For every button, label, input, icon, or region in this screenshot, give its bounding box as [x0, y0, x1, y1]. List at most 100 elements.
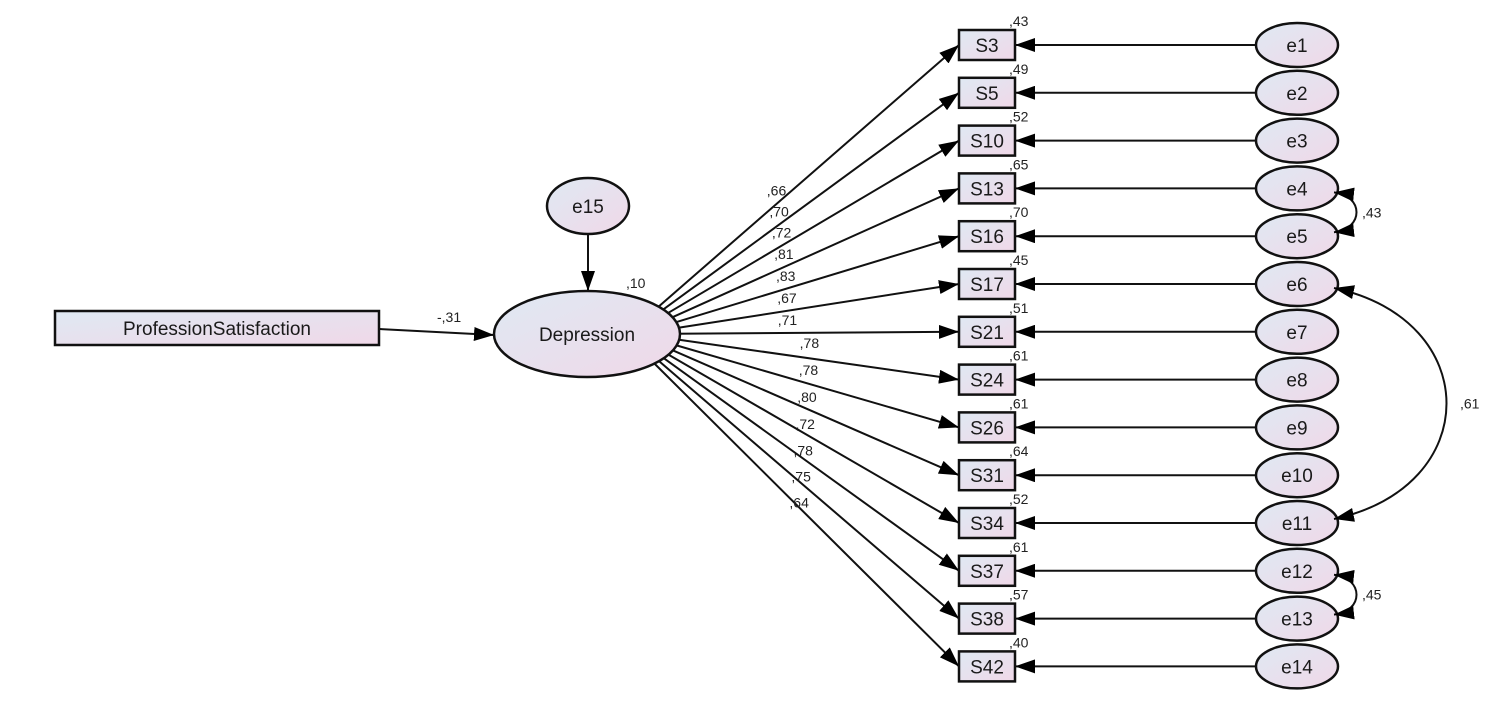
e15-node[interactable]: e15 — [545, 176, 631, 236]
indicator-r-squared: ,40 — [1009, 634, 1029, 650]
loading-label: ,75 — [791, 469, 811, 485]
indicator-label: S10 — [970, 132, 1004, 153]
indicator-r-squared: ,61 — [1009, 539, 1029, 555]
indicator-label: S31 — [970, 466, 1004, 487]
loading-path-arrow — [659, 354, 960, 572]
indicator-label: S17 — [970, 275, 1004, 296]
indicator-r-squared: ,61 — [1009, 348, 1029, 364]
indicator-s16[interactable]: S16 — [957, 219, 1017, 253]
loading-label: ,78 — [800, 335, 820, 351]
covariance-e4-e5 — [1333, 187, 1358, 238]
indicator-s31[interactable]: S31 — [957, 458, 1017, 492]
loading-path-arrow — [670, 235, 960, 325]
loading-label: ,72 — [795, 416, 815, 432]
loading-path-arrow — [667, 347, 960, 477]
error-e3[interactable]: e3 — [1254, 117, 1340, 164]
error-label: e12 — [1281, 562, 1313, 583]
indicator-r-squared: ,45 — [1009, 252, 1029, 268]
indicator-label: S34 — [970, 514, 1004, 535]
loading-path-arrow — [672, 337, 960, 384]
indicator-s17[interactable]: S17 — [957, 267, 1017, 301]
error-e13[interactable]: e13 — [1254, 595, 1340, 642]
indicator-s38[interactable]: S38 — [957, 602, 1017, 635]
indicator-r-squared: ,61 — [1009, 395, 1029, 411]
indicator-s5[interactable]: S5 — [957, 76, 1017, 110]
error-e6[interactable]: e6 — [1254, 260, 1340, 308]
e15-label: e15 — [572, 197, 604, 218]
error-e1[interactable]: e1 — [1254, 21, 1340, 69]
indicator-r-squared: ,70 — [1009, 204, 1029, 220]
indicator-r-squared: ,52 — [1009, 491, 1029, 507]
indicator-s21[interactable]: S21 — [957, 315, 1017, 349]
indicator-r-squared: ,52 — [1009, 109, 1029, 125]
error-label: e2 — [1286, 84, 1307, 105]
indicator-r-squared: ,51 — [1009, 300, 1029, 316]
loading-label: ,66 — [767, 183, 787, 199]
error-e2[interactable]: e2 — [1254, 69, 1340, 117]
covariance-e12-e13 — [1333, 569, 1358, 620]
error-label: e5 — [1286, 227, 1307, 248]
error-e5[interactable]: e5 — [1254, 212, 1340, 260]
indicator-label: S37 — [970, 562, 1004, 583]
indicator-r-squared: ,57 — [1009, 587, 1029, 603]
error-e9[interactable]: e9 — [1254, 404, 1340, 451]
indicator-label: S26 — [970, 418, 1004, 439]
indicator-s24[interactable]: S24 — [957, 363, 1017, 396]
depression-r-squared: ,10 — [626, 275, 646, 291]
covariance-e6-e11 — [1333, 285, 1448, 522]
loading-label: ,72 — [772, 225, 792, 241]
loading-path-arrow — [663, 139, 960, 317]
error-e4[interactable]: e4 — [1254, 165, 1340, 212]
error-label: e14 — [1281, 657, 1313, 678]
error-e8[interactable]: e8 — [1254, 356, 1340, 403]
indicator-label: S3 — [975, 36, 998, 57]
indicator-s42[interactable]: S42 — [957, 650, 1017, 683]
indicator-r-squared: ,43 — [1009, 13, 1029, 29]
loading-path-arrow — [650, 359, 960, 668]
loading-label: ,81 — [774, 246, 794, 262]
indicator-s13[interactable]: S13 — [957, 172, 1017, 205]
covariance-label: ,61 — [1460, 396, 1480, 412]
error-e12[interactable]: e12 — [1254, 547, 1340, 595]
indicator-s10[interactable]: S10 — [957, 124, 1017, 157]
error-label: e11 — [1282, 514, 1312, 535]
error-e7[interactable]: e7 — [1254, 308, 1340, 356]
indicator-s34[interactable]: S34 — [957, 506, 1017, 540]
loading-path-arrow — [658, 91, 960, 314]
depression-node[interactable]: Depression — [492, 289, 682, 379]
indicators-layer: S3,43S5,49S10,52S13,65S16,70S17,45S21,51… — [957, 13, 1029, 683]
profession-satisfaction-node[interactable]: ProfessionSatisfaction — [53, 309, 381, 347]
indicator-label: S21 — [970, 323, 1004, 344]
loading-path-arrow — [673, 324, 960, 339]
indicator-s37[interactable]: S37 — [957, 554, 1017, 588]
loading-path-arrow — [663, 351, 960, 524]
indicator-r-squared: ,64 — [1009, 443, 1029, 459]
structural-path-arrow — [378, 326, 495, 341]
indicator-label: S24 — [970, 371, 1004, 392]
covariance-label: ,45 — [1362, 587, 1382, 603]
loading-label: ,78 — [793, 442, 813, 458]
error-e11[interactable]: e11 — [1254, 499, 1340, 547]
error-label: e6 — [1286, 275, 1307, 296]
loading-label: ,80 — [797, 389, 817, 405]
error-label: e1 — [1286, 36, 1307, 57]
error-label: e8 — [1286, 371, 1307, 392]
indicator-s26[interactable]: S26 — [957, 411, 1017, 444]
loading-path-arrow — [670, 342, 960, 429]
error-e14[interactable]: e14 — [1254, 643, 1340, 690]
covariance-label: ,43 — [1362, 204, 1382, 220]
loading-label: ,83 — [776, 268, 796, 284]
loading-label: ,67 — [777, 290, 797, 306]
indicator-label: S38 — [970, 610, 1004, 631]
loading-label: ,64 — [789, 495, 809, 511]
indicator-label: S42 — [970, 657, 1004, 678]
loading-path-arrow — [667, 187, 960, 321]
indicator-s3[interactable]: S3 — [957, 28, 1017, 62]
structural-path-coefficient: -,31 — [437, 309, 461, 325]
indicator-r-squared: ,65 — [1009, 156, 1029, 172]
error-e10[interactable]: e10 — [1254, 451, 1340, 499]
error-label: e7 — [1286, 323, 1307, 344]
covariances-layer: ,43 ,61 ,45 — [1333, 187, 1480, 620]
indicator-label: S16 — [970, 227, 1004, 248]
